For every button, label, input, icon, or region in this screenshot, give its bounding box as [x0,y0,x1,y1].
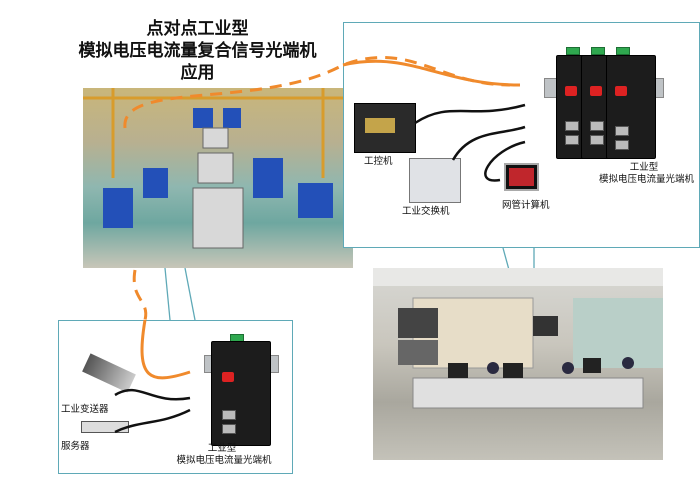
title-line-1: 点对点工业型 [146,19,249,39]
server-label: 服务器 [61,441,90,452]
fiber-converter [211,341,271,446]
fiber-converter-3 [606,55,656,159]
nms-laptop-image [504,163,539,191]
network-side-panel: 工控机 工业交换机 网管计算机 工业型 模拟电压电流量光端机 [343,22,700,248]
industrial-transmitter-label: 工业变送器 [61,404,109,415]
device-label-line-1: 工业型 [629,162,659,173]
device-label-line-2: 模拟电压电流量光端机 [599,174,695,185]
field-side-panel: 工业变送器 服务器 工业型 模拟电压电流量光端机 [58,320,293,474]
server-image [81,421,129,433]
industrial-pc-label: 工控机 [364,156,393,167]
factory-photo [83,88,353,268]
industrial-pc-image [354,103,416,153]
device-label-line-2: 模拟电压电流量光端机 [176,455,272,466]
industrial-transmitter-image [82,353,136,393]
nms-computer-label: 网管计算机 [502,200,550,211]
industrial-switch-image [409,158,461,203]
industrial-switch-label: 工业交换机 [402,206,450,217]
control-room-photo [373,268,663,460]
device-label-line-1: 工业型 [207,443,237,454]
